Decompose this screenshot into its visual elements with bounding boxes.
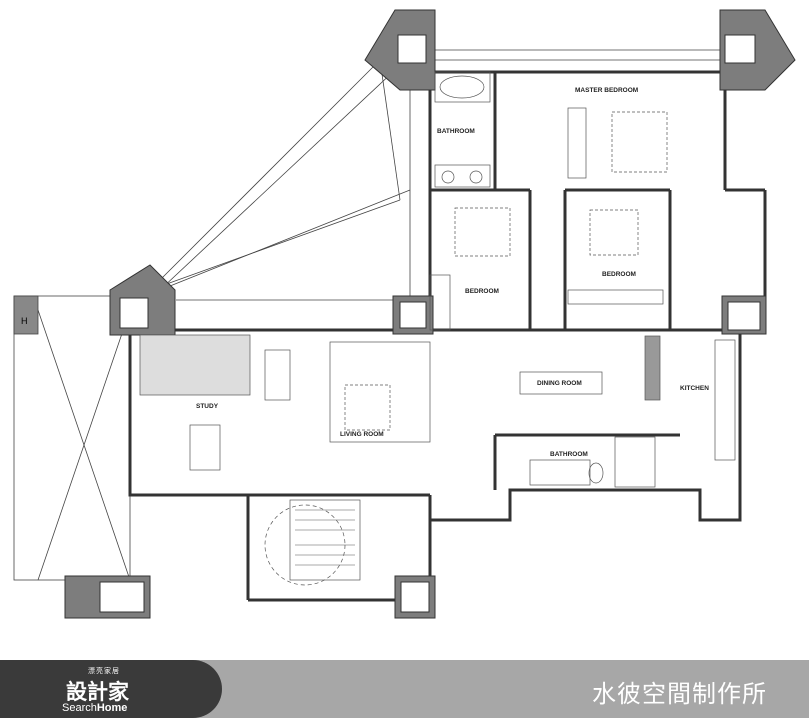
walls xyxy=(128,70,767,602)
stair-lines xyxy=(295,509,355,566)
logo-small-text: 漂亮家居 xyxy=(88,667,120,675)
company-name: 水彼空間制作所 xyxy=(592,680,767,708)
footer-bar: 漂亮家居 設計家 SearchHome 水彼空間制作所 xyxy=(0,660,809,718)
room-label-bathroom-upper: BATHROOM xyxy=(437,128,475,135)
logo-main-text: 設計家 xyxy=(66,680,129,704)
columns xyxy=(64,9,796,619)
furniture xyxy=(139,71,736,586)
searchhome-logo[interactable]: 漂亮家居 設計家 SearchHome xyxy=(52,666,172,714)
room-label-dining-room: DINING ROOM xyxy=(537,380,582,387)
room-label-study: STUDY xyxy=(196,403,219,410)
room-label-bathroom-lower: BATHROOM xyxy=(550,451,588,458)
room-label-living-room: LIVING ROOM xyxy=(340,431,384,438)
footer-logo-area: 漂亮家居 設計家 SearchHome xyxy=(0,660,222,718)
terrace-lines xyxy=(149,49,725,301)
logo-sub-text: SearchHome xyxy=(62,702,128,714)
room-label-bedroom-1: BEDROOM xyxy=(465,288,499,295)
left-balcony xyxy=(13,295,131,581)
floor-plan: H xyxy=(13,9,796,619)
room-label-kitchen: KITCHEN xyxy=(680,385,709,392)
room-label-bedroom-2: BEDROOM xyxy=(602,271,636,278)
balcony-marker: H xyxy=(21,316,28,326)
room-label-master-bedroom: MASTER BEDROOM xyxy=(575,87,638,94)
